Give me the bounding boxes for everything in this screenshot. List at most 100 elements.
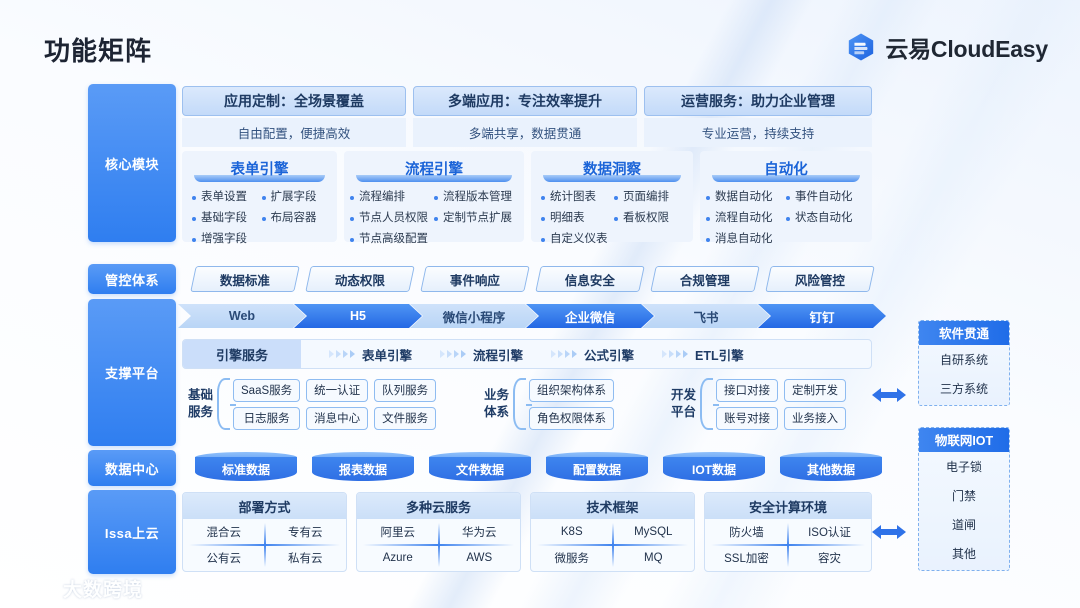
cell[interactable]: 文件服务	[374, 406, 437, 430]
governance-pill-4[interactable]: 合规管理	[650, 266, 760, 292]
list-item: 自定义仪表	[541, 230, 614, 249]
engine-service-item-flow[interactable]: 流程引擎	[440, 345, 523, 364]
core-header-sub: 专业运营，持续支持	[644, 118, 872, 147]
governance-pill-0[interactable]: 数据标准	[190, 266, 300, 292]
cloud-card-title: 技术框架	[531, 493, 694, 519]
right-panel-iot[interactable]: 物联网IOT 电子锁 门禁 道闸 其他	[918, 427, 1010, 571]
channel-chevron-feishu[interactable]: 飞书	[642, 304, 770, 328]
channel-chevron-web[interactable]: Web	[178, 304, 306, 328]
sidebar-item-issa[interactable]: Issa上云	[88, 490, 176, 574]
pill-label: 风险管控	[794, 273, 845, 288]
cell[interactable]: 统一认证	[306, 378, 369, 402]
engine-ribbon	[194, 175, 325, 182]
right-panel-item: 门禁	[951, 489, 976, 503]
cell[interactable]: 定制开发	[784, 378, 847, 402]
data-cylinder-4[interactable]: IOT数据	[663, 452, 765, 486]
core-header-1: 多端应用：专注效率提升 多端共享，数据贯通	[413, 86, 637, 147]
list-item: 基础字段	[192, 209, 262, 228]
engine-service-item-form[interactable]: 表单引擎	[329, 345, 412, 364]
engine-item-list: 统计图表 页面编排 明细表 看板权限 自定义仪表	[531, 186, 693, 253]
governance-pill-1[interactable]: 动态权限	[305, 266, 415, 292]
cylinder-label: 标准数据	[221, 462, 270, 477]
engine-card-automation[interactable]: 自动化 数据自动化 事件自动化 流程自动化 状态自动化 消息自动化	[700, 151, 872, 245]
data-cylinder-5[interactable]: 其他数据	[780, 452, 882, 486]
sidebar-item-datacenter[interactable]: 数据中心	[88, 450, 176, 486]
cylinder-label: 配置数据	[572, 462, 621, 477]
cell: ISO认证	[808, 527, 851, 539]
list-item: 节点高级配置	[350, 230, 434, 249]
data-cylinder-1[interactable]: 报表数据	[312, 452, 414, 486]
watermark: 大数跨境	[10, 575, 143, 602]
cylinder-label: IOT数据	[692, 462, 736, 477]
cylinder-label: 文件数据	[455, 462, 504, 477]
list-item: 明细表	[541, 209, 614, 228]
cell: 公有云	[206, 553, 242, 565]
group-cells: SaaS服务 日志服务 统一认证 消息中心 队列服务 文件服务	[233, 378, 437, 430]
data-cylinder-2[interactable]: 文件数据	[429, 452, 531, 486]
channel-chevron-wxmini[interactable]: 微信小程序	[410, 304, 538, 328]
data-cylinder-3[interactable]: 配置数据	[546, 452, 648, 486]
sidebar-item-governance[interactable]: 管控体系	[88, 264, 176, 294]
right-panel-software[interactable]: 软件贯通 自研系统 三方系统	[918, 320, 1010, 406]
cell: 私有云	[288, 553, 323, 565]
channel-chevron-dingtalk[interactable]: 钉钉	[758, 304, 886, 328]
list-item: 看板权限	[614, 209, 687, 228]
engine-service-item-etl[interactable]: ETL引擎	[662, 345, 744, 364]
cell[interactable]: 业务接入	[784, 406, 847, 430]
pill-label: 信息安全	[564, 273, 615, 288]
cloud-card-services[interactable]: 多种云服务 阿里云 华为云 Azure AWS	[356, 492, 521, 572]
list-item: 数据自动化	[706, 188, 786, 207]
governance-pill-2[interactable]: 事件响应	[420, 266, 530, 292]
cell[interactable]: 日志服务	[233, 406, 301, 430]
sidebar-item-core[interactable]: 核心模块	[88, 84, 176, 242]
engine-ribbon	[543, 175, 681, 182]
cell: 华为云	[462, 527, 497, 539]
channel-chevron-h5[interactable]: H5	[294, 304, 422, 328]
cloud-hex-logo-icon	[849, 33, 874, 61]
channel-label: 微信小程序	[442, 310, 506, 325]
cell: 阿里云	[380, 527, 416, 539]
engine-service-bar[interactable]: 引擎服务 表单引擎 流程引擎 公式引擎 ETL引擎	[182, 339, 872, 369]
engine-title: 表单引擎	[230, 162, 289, 178]
cell: K8S	[560, 526, 583, 538]
cell[interactable]: 接口对接	[716, 378, 779, 402]
cloud-card-tech[interactable]: 技术框架 K8S MySQL 微服务 MQ	[530, 492, 695, 572]
cylinder-body: 文件数据	[429, 457, 531, 481]
list-item: 事件自动化	[786, 188, 866, 207]
cell[interactable]: 账号对接	[716, 406, 779, 430]
cell[interactable]: 队列服务	[374, 378, 437, 402]
cloud-card-deploy[interactable]: 部署方式 混合云 专有云 公有云 私有云	[182, 492, 347, 572]
brace-icon	[217, 378, 237, 430]
engine-title: 自动化	[764, 162, 808, 178]
core-header-title: 应用定制：全场景覆盖	[182, 86, 406, 116]
pill-label: 数据标准	[219, 273, 270, 288]
cylinder-label: 报表数据	[338, 462, 387, 477]
engine-service-label: ETL引擎	[695, 348, 744, 363]
arrows-icon	[329, 350, 355, 358]
engine-service-label: 流程引擎	[473, 348, 524, 363]
engine-card-flow[interactable]: 流程引擎 流程编排 流程版本管理 节点人员权限 定制节点扩展 节点高级配置	[344, 151, 524, 245]
data-cylinder-0[interactable]: 标准数据	[195, 452, 297, 486]
cell[interactable]: 角色权限体系	[529, 406, 615, 430]
cell[interactable]: SaaS服务	[233, 378, 301, 402]
engine-service-item-formula[interactable]: 公式引擎	[551, 345, 634, 364]
cell[interactable]: 消息中心	[306, 406, 369, 430]
cloud-card-security[interactable]: 安全计算环境 防火墙 ISO认证 SSL加密 容灾	[704, 492, 872, 572]
channel-chevron-wxwork[interactable]: 企业微信	[526, 304, 654, 328]
arrows-icon	[440, 350, 467, 358]
service-group-business: 业务 体系 组织架构体系 角色权限体系	[484, 378, 615, 430]
governance-pill-5[interactable]: 风险管控	[765, 266, 875, 292]
engine-ribbon	[356, 175, 512, 182]
list-item: 布局容器	[262, 209, 332, 228]
engine-card-insight[interactable]: 数据洞察 统计图表 页面编排 明细表 看板权限 自定义仪表	[531, 151, 693, 245]
brand-name: 云易CloudEasy	[885, 36, 1048, 62]
cylinder-body: 其他数据	[780, 457, 882, 481]
group-cells: 组织架构体系 角色权限体系	[529, 378, 615, 430]
cell[interactable]: 组织架构体系	[529, 378, 615, 402]
core-header-title: 运营服务：助力企业管理	[644, 86, 872, 116]
list-item: 流程版本管理	[434, 188, 518, 207]
core-header-sub: 多端共享，数据贯通	[413, 118, 637, 147]
engine-card-form[interactable]: 表单引擎 表单设置 扩展字段 基础字段 布局容器 增强字段	[182, 151, 337, 245]
sidebar-item-support[interactable]: 支撑平台	[88, 299, 176, 446]
governance-pill-3[interactable]: 信息安全	[535, 266, 645, 292]
